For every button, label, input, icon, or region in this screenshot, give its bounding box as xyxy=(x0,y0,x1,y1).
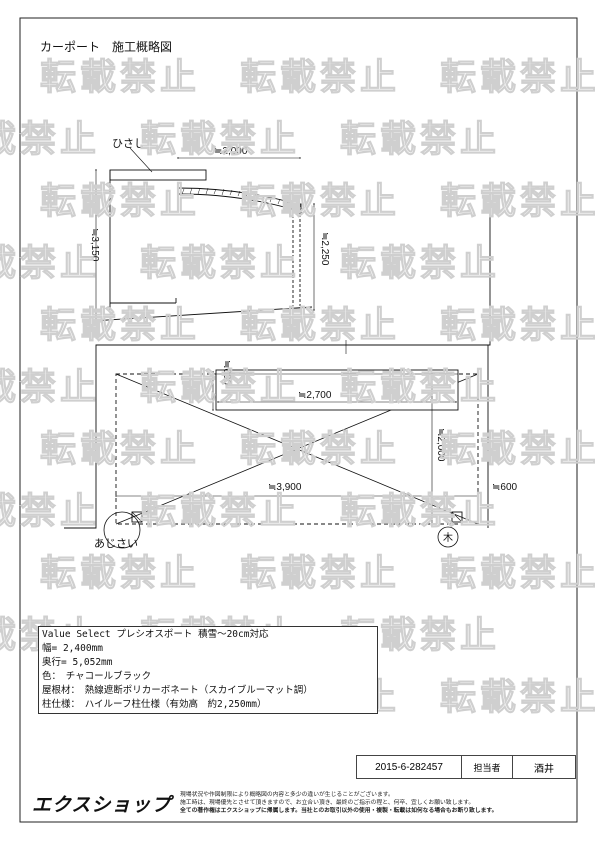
drawing-number: 2015-6-282457 xyxy=(357,756,462,778)
side-view xyxy=(91,147,315,322)
tree-circle xyxy=(437,526,459,548)
canopy-label: ひさし xyxy=(112,137,145,150)
dim-total-width-label: ≒3,900 xyxy=(268,482,302,493)
post-left-x xyxy=(131,511,143,523)
post-right xyxy=(451,511,463,523)
dim-side-offset-label: ≒600 xyxy=(492,482,518,493)
spec-line-width: 幅= 2,400mm xyxy=(42,643,103,654)
plan-view xyxy=(64,210,491,549)
post-cap xyxy=(293,203,302,215)
canopy-leader xyxy=(129,147,153,173)
spec-line-product: Value Select プレシオスポート 積雪～20cm対応 xyxy=(42,629,269,640)
title-block-row: 2015-6-282457 担当者 酒井 xyxy=(356,755,576,779)
hydrangea-circle xyxy=(103,511,141,549)
disclaimer-line: 現場状況や作図制限により概略図の内容と多少の違いが生じることがございます。 xyxy=(180,792,394,798)
disclaimer-line: 施工時は、現場優先とさせて頂きますので、お立合い頂き、最終のご指示の程と、何卒、… xyxy=(180,800,475,806)
carport-roof xyxy=(177,187,298,205)
carport-plan-outline xyxy=(115,373,479,525)
roof-hatch xyxy=(181,187,289,208)
property-line xyxy=(64,210,491,529)
inner-panel xyxy=(215,369,459,411)
carport-roof-inner xyxy=(177,193,296,211)
sheet-title: カーポート 施工概略図 xyxy=(40,40,173,54)
post-right-x xyxy=(451,511,463,523)
company-logo: エクスショップ xyxy=(32,793,172,816)
sheet-border xyxy=(19,17,578,823)
disclaimer: 現場状況や作図制限により概略図の内容と多少の違いが生じることがございます。 施工… xyxy=(172,791,497,815)
spec-line-depth: 奥行= 5,052mm xyxy=(42,657,113,668)
dim-depth-label: ≒2,000 xyxy=(435,428,446,462)
title-block-footer: エクスショップ 現場状況や作図制限により概略図の内容と多少の違いが生じることがご… xyxy=(22,786,578,820)
dim-overhang-label: ≒600 xyxy=(221,360,232,386)
spec-line-post: 柱仕様： ハイルーフ柱仕様（有効高 約2,250mm） xyxy=(42,699,267,710)
hydrangea-label: あじさい xyxy=(94,537,138,550)
dim-height-total-label: ≒3,150 xyxy=(89,228,100,262)
spec-box: Value Select プレシオスポート 積雪～20cm対応 幅= 2,400… xyxy=(38,626,378,714)
dim-height-eff-label: ≒2,250 xyxy=(319,232,330,266)
dim-width-label: ≒2,000 xyxy=(214,146,248,157)
person-label: 担当者 xyxy=(462,756,513,778)
dim-inner-width-label: ≒2,700 xyxy=(298,390,332,401)
spec-line-roof: 屋根材： 熱線遮断ポリカーボネート（スカイブルーマット調） xyxy=(42,685,313,696)
canopy-hisashi xyxy=(109,169,207,181)
person-name: 酒井 xyxy=(534,763,554,775)
post-left xyxy=(131,511,143,523)
tree-label: 木 xyxy=(443,532,453,544)
ground-line xyxy=(91,306,313,322)
spec-line-color: 色： チャコールブラック xyxy=(42,671,152,682)
disclaimer-line: 全ての著作権はエクスショップに帰属します。当社とのお取引以外の使用・複製・転載は… xyxy=(180,808,498,814)
